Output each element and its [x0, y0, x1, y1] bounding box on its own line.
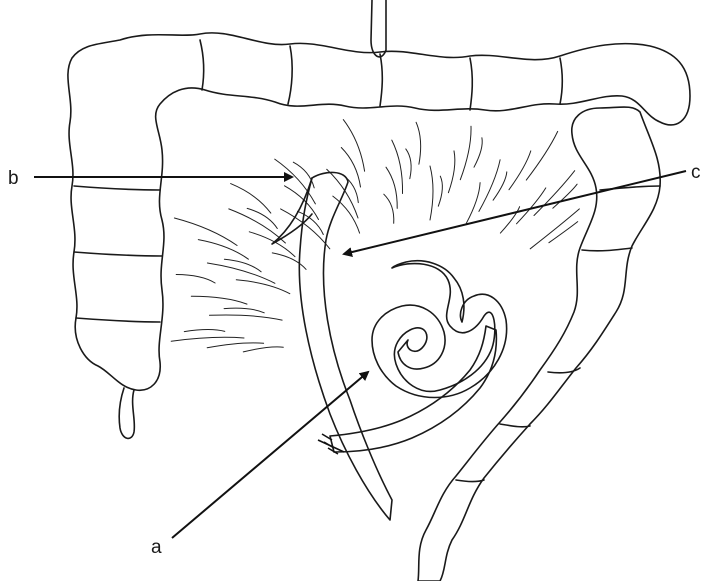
mesentery-fiber [438, 176, 442, 206]
mesentery-fiber [509, 151, 531, 190]
mesentery-fiber [236, 280, 289, 294]
label-b: b [8, 168, 19, 189]
mesentery-fiber [210, 315, 283, 320]
mesentery-fiber [526, 131, 557, 180]
mesentery-fiber [272, 253, 306, 270]
mesentery-fiber [243, 347, 283, 352]
mesentery-fiber [448, 151, 454, 193]
mesentery-fiber [224, 259, 261, 272]
colon-descending [418, 107, 660, 581]
mesentery-fiber [327, 169, 358, 218]
mesentery-fiber [224, 308, 264, 313]
mesentery-fiber [386, 167, 397, 208]
mesentery-fiber [392, 140, 403, 193]
arrow-a [172, 372, 368, 538]
mesentery-fibers [171, 120, 579, 352]
mesentery-fiber [479, 160, 500, 212]
mesentery-fiber [530, 209, 579, 249]
mesentery-fiber [343, 120, 364, 172]
mesentery-fiber [184, 329, 225, 331]
mesentery-fiber [474, 138, 482, 167]
mesentery-fiber [460, 126, 471, 179]
upper-tube [371, 0, 386, 57]
appendix [119, 388, 134, 438]
mesentery-fiber [229, 209, 286, 243]
mesentery-fiber [553, 184, 577, 208]
label-a: a [151, 537, 162, 558]
bowel-tube [299, 172, 392, 520]
mesentery-fiber [207, 343, 263, 348]
mesentery-fiber [333, 196, 360, 233]
label-c: c [691, 162, 701, 183]
mesentery-fiber [341, 148, 360, 188]
mesentery-fiber [406, 149, 411, 179]
mesentery-fiber [430, 166, 433, 220]
mesentery-fiber [466, 183, 480, 224]
mesentery-fiber [171, 337, 244, 341]
mesentery-fiber [176, 275, 215, 284]
mesentery-fiber [231, 184, 271, 214]
bowel-stump [272, 178, 312, 244]
mesentery-fiber [384, 194, 394, 223]
mesentery-fiber [275, 159, 316, 204]
mesentery-fiber [416, 122, 421, 164]
small-bowel-anastomosis-limb [330, 326, 496, 452]
mesentery-fiber [500, 207, 519, 233]
mesentery-fiber [198, 240, 248, 260]
colon-transverse-ascending [68, 33, 690, 390]
mesentery-fiber [191, 296, 247, 304]
mesentery-fiber [549, 222, 578, 243]
